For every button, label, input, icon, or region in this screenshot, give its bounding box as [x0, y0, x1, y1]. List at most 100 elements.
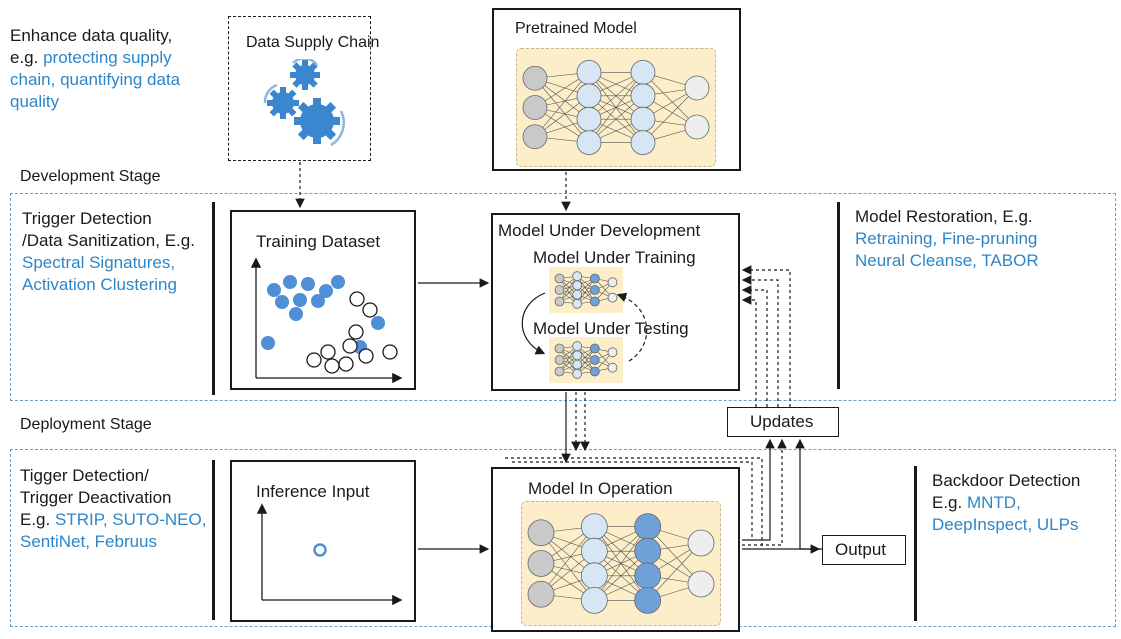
- data-quality-example-2: chain, quantifying data: [10, 70, 181, 89]
- testing-network-panel: [549, 337, 623, 383]
- data-sanitization-label: /Data Sanitization, E.g.: [22, 231, 195, 250]
- scatter-plot-icon: [250, 257, 403, 384]
- network-node: [527, 580, 555, 608]
- network-edge: [559, 346, 578, 372]
- training-dataset-box: Training Dataset: [230, 210, 416, 390]
- mntd-label: MNTD,: [966, 493, 1021, 512]
- network-node: [589, 296, 600, 307]
- data-quality-example-3: quality: [10, 92, 60, 111]
- network-node: [527, 519, 555, 547]
- eg-prefix: e.g.: [10, 48, 44, 67]
- network-edge: [559, 348, 578, 374]
- network-node: [554, 366, 565, 377]
- model-under-development-box: Model Under Development Model Under Trai…: [491, 213, 740, 391]
- network-edge: [576, 348, 596, 374]
- network-edge: [559, 278, 578, 304]
- dev-right-divider: [837, 202, 840, 389]
- data-supply-chain-box: Data Supply Chain: [228, 16, 379, 161]
- model-in-operation-label: Model In Operation: [528, 479, 673, 498]
- network-edge: [540, 526, 595, 595]
- network-node: [589, 273, 600, 284]
- network-node: [554, 355, 565, 365]
- training-dataset-label: Training Dataset: [256, 232, 381, 251]
- development-stage-band: [10, 193, 1116, 401]
- pretrained-network-panel: [516, 48, 716, 167]
- network-edge: [576, 278, 596, 304]
- pretrained-model-box: Pretrained Model: [492, 8, 741, 171]
- retraining-label: Retraining, Fine-pruning: [855, 229, 1038, 248]
- network-node: [554, 285, 565, 295]
- strip-label: STRIP, SUTO-NEO,: [54, 510, 207, 529]
- activation-clustering-label: Activation Clustering: [22, 275, 177, 294]
- output-label: Output: [835, 540, 887, 559]
- network-edge: [642, 72, 698, 128]
- pretrained-model-label: Pretrained Model: [515, 20, 637, 37]
- model-under-testing-label: Model Under Testing: [533, 319, 689, 338]
- network-node: [522, 65, 548, 91]
- eg-prefix-3: E.g.: [932, 493, 967, 512]
- network-edge: [559, 276, 578, 302]
- inference-input-label: Inference Input: [256, 482, 370, 501]
- network-node: [684, 114, 710, 140]
- deepinspect-label: DeepInspect, ULPs: [932, 515, 1079, 534]
- network-node: [589, 343, 600, 354]
- model-under-development-label: Model Under Development: [498, 221, 701, 240]
- trigger-deactivation-label: Trigger Deactivation: [20, 488, 172, 507]
- data-supply-chain-label: Data Supply Chain: [246, 34, 380, 51]
- network-node: [572, 368, 583, 379]
- network-edge: [594, 526, 648, 601]
- data-quality-example-1: protecting supply: [43, 48, 172, 67]
- neural-cleanse-label: Neural Cleanse, TABOR: [855, 251, 1039, 270]
- network-node: [576, 130, 602, 155]
- network-node: [580, 587, 608, 614]
- train-test-cycle-arrows: [521, 292, 648, 362]
- data-quality-note: Enhance data quality, e.g. protecting su…: [10, 25, 180, 113]
- network-edge: [540, 532, 595, 601]
- tigger-detection-label: Tigger Detection/: [20, 466, 149, 485]
- network-node: [607, 347, 618, 358]
- training-network-icon: [554, 271, 618, 309]
- network-node: [554, 343, 565, 354]
- inference-plot-icon: [256, 503, 403, 606]
- network-node: [522, 95, 548, 120]
- training-network-panel: [549, 267, 623, 313]
- network-edge: [534, 72, 590, 137]
- neural-network-icon: [522, 59, 710, 155]
- network-node: [527, 550, 555, 577]
- dev-left-note: Trigger Detection /Data Sanitization, E.…: [22, 208, 195, 296]
- dev-left-divider: [212, 202, 215, 395]
- dep-right-divider: [914, 466, 917, 621]
- network-node: [607, 362, 618, 373]
- network-node: [589, 355, 600, 365]
- backdoor-detection-label: Backdoor Detection: [932, 471, 1081, 490]
- network-node: [554, 296, 565, 307]
- model-under-training-label: Model Under Training: [533, 248, 696, 267]
- development-stage-label: Development Stage: [20, 168, 161, 185]
- network-edge: [534, 78, 590, 143]
- data-quality-title: Enhance data quality,: [10, 26, 173, 45]
- operation-network-panel: [521, 501, 721, 626]
- updates-box: Updates: [727, 407, 839, 437]
- dep-right-note: Backdoor Detection E.g. MNTD, DeepInspec…: [932, 470, 1080, 536]
- eg-prefix-2: E.g.: [20, 510, 55, 529]
- deployment-stage-label: Deployment Stage: [20, 416, 152, 433]
- network-edge: [642, 87, 698, 143]
- network-edge: [588, 72, 644, 143]
- gear-icon: [263, 59, 345, 147]
- spectral-signatures-label: Spectral Signatures,: [22, 253, 176, 272]
- network-node: [522, 124, 548, 150]
- dev-right-note: Model Restoration, E.g. Retraining, Fine…: [855, 206, 1039, 272]
- inference-input-box: Inference Input: [230, 460, 416, 622]
- network-node: [687, 570, 715, 598]
- network-node: [589, 366, 600, 377]
- network-node: [687, 529, 715, 557]
- dep-left-note: Tigger Detection/ Trigger Deactivation E…: [20, 465, 206, 553]
- model-restoration-label: Model Restoration, E.g.: [855, 207, 1033, 226]
- network-node: [607, 277, 618, 288]
- network-node: [554, 273, 565, 284]
- network-node: [634, 587, 662, 614]
- network-node: [684, 75, 710, 101]
- network-node: [589, 285, 600, 295]
- output-box: Output: [822, 535, 906, 565]
